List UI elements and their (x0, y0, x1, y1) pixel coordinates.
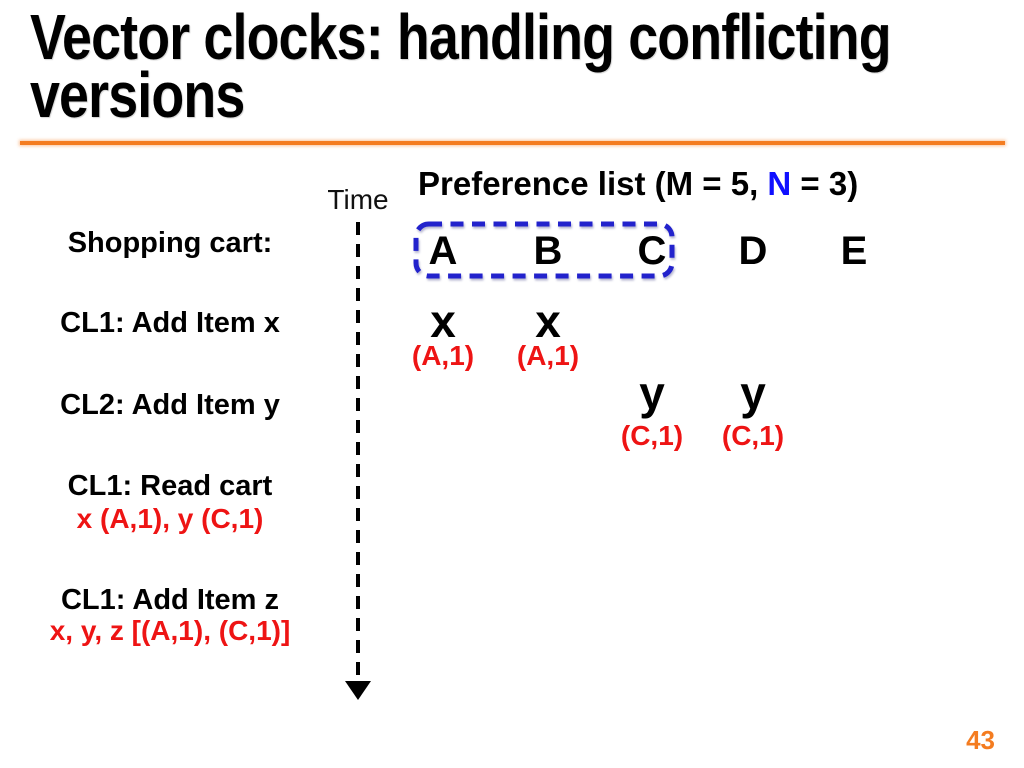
node-letter-d: D (738, 229, 768, 273)
title-line-1: Vector clocks: handling conflicting (30, 1, 892, 73)
replica-clock-c1-node-d: (C,1) (721, 420, 785, 451)
n-value-text: N (767, 165, 792, 202)
preference-list-suffix: = 3) (791, 165, 859, 202)
preference-list-heading: Preference list (M = 5, N = 3) (418, 164, 858, 204)
time-label: Time (327, 184, 389, 215)
node-letter-a: A (428, 229, 458, 273)
time-axis-arrowhead-icon (345, 681, 371, 700)
event-cl1-read-cart: CL1: Read cart (67, 470, 273, 502)
event-cl1-read-cart-result: x (A,1), y (C,1) (76, 503, 264, 534)
preference-list-prefix: Preference list (M = 5, (418, 165, 768, 202)
event-cl1-add-item-z-result: x, y, z [(A,1), (C,1)] (49, 615, 291, 646)
replica-clock-c1-node-c: (C,1) (620, 420, 684, 451)
time-axis-dashed-line (356, 222, 360, 680)
replica-item-x-node-a: x (430, 295, 456, 347)
replica-item-y-node-d: y (740, 367, 766, 419)
event-cl1-add-item-z: CL1: Add Item z (60, 584, 280, 616)
node-letter-b: B (533, 229, 563, 273)
replica-item-y-node-c: y (639, 367, 665, 419)
title-line-2: versions (30, 59, 245, 131)
node-letter-c: C (637, 229, 667, 273)
preference-dashed-box (413, 221, 675, 281)
page-number: 43 (966, 725, 995, 755)
event-cl1-add-item-x: CL1: Add Item x (60, 307, 280, 339)
slide-title: Vector clocks: handling conflicting vers… (30, 1, 1021, 131)
replica-clock-a1-node-b: (A,1) (516, 340, 580, 371)
title-divider (20, 141, 1005, 145)
replica-clock-a1-node-a: (A,1) (411, 340, 475, 371)
node-letter-e: E (840, 229, 868, 273)
event-shopping-cart: Shopping cart: (67, 227, 273, 259)
event-cl2-add-item-y: CL2: Add Item y (60, 389, 280, 421)
replica-item-x-node-b: x (535, 295, 561, 347)
